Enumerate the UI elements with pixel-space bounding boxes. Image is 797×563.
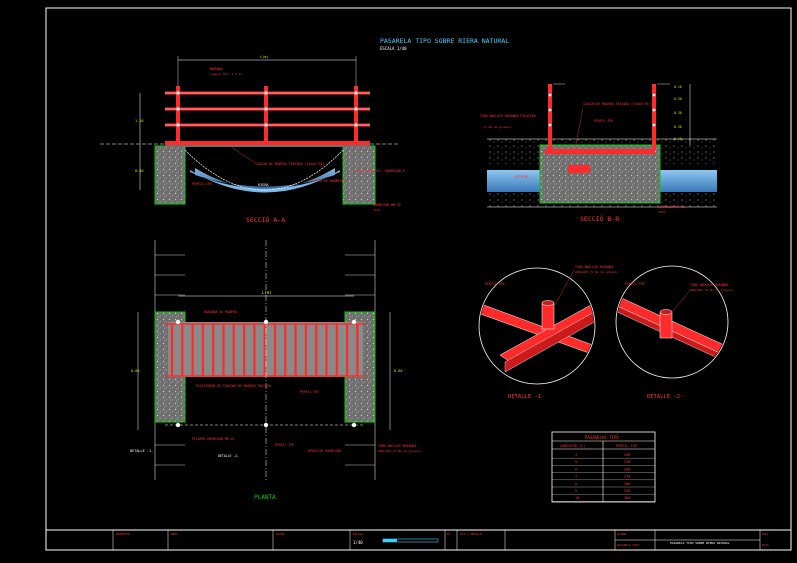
dim-top-aa: L(m)	[260, 55, 268, 59]
table-cell-profile: 220	[624, 460, 630, 464]
deck-label-aa: TAULON DE MADERA TRATADA (5x5x0.95)	[255, 162, 324, 166]
wall-label-aa: MUR PLANO REC. HORMIGON A	[355, 169, 405, 173]
dim-h2-aa: 0.80	[135, 169, 143, 173]
water-label-aa: RIERA	[258, 183, 269, 187]
tb-num: Nº	[447, 532, 451, 536]
tb-pasarela: PASARELA TIPO	[617, 543, 639, 547]
tb-planol: PLANOL	[617, 532, 627, 536]
handrail-label-aa: BARANA	[210, 67, 224, 71]
beam-label-plan-2: PERFIL IPE	[275, 443, 294, 447]
abutment-label-bb: ESTRIBO	[515, 175, 529, 179]
caption-aa: SECCIÓ A-A	[246, 215, 285, 224]
caption-d2: DETALLE -2-	[647, 394, 683, 400]
tb-full: FULL	[762, 532, 769, 536]
dim-h1-aa: 1.10	[135, 119, 143, 123]
drawing-frame	[45, 7, 792, 551]
deck-label-bb: TAULON DE MADERA TRATADA (5x5x0.95)	[583, 102, 650, 106]
beam-label-bb: PERFIL IPE	[594, 119, 613, 123]
tb-title: PASARELA TIPO SOBRE RIERA NATURAL	[670, 541, 730, 545]
tb-escala: ESCALA	[353, 532, 363, 536]
tb-pla: PLA / DETALLE	[460, 532, 482, 536]
table-header-profile: PERFIL IPE	[616, 444, 637, 448]
abutment-right	[342, 145, 376, 205]
dim-right-plan: 0.80	[394, 369, 402, 373]
water-aa	[190, 170, 340, 193]
dim-bb-2: 0.30	[674, 97, 682, 101]
support-label-aa: APOYO DE HORMIGON	[312, 179, 346, 183]
rail-label-plan: BARANDA DE MADERA	[204, 310, 237, 314]
title-block: PROMOTOR OBRA AUTOR ESCALA 1/40 Nº PLA /…	[112, 530, 769, 550]
table-cell-length: 8	[575, 482, 577, 486]
base-label-aa: HORMIGON HM-15	[373, 203, 401, 207]
pilar-label-plan: PILARES HORMIGON HM-15	[192, 437, 234, 441]
detail-call-1-plan: DETALLE -1-	[130, 449, 153, 453]
section-aa: RIERA L(m) BA	[100, 55, 405, 224]
caption-bb: SECCIÓ B-B	[580, 214, 619, 223]
tb-obra: OBRA	[171, 532, 178, 536]
tube-label-d2: TUBO ANCLAJE BARANDA	[690, 283, 728, 287]
planta: L(m) 0.80 0.80 BARANDA DE MADERA PLATAFO…	[130, 240, 422, 501]
base-sub-aa: 10cm	[373, 208, 380, 212]
planks-label-plan: PLATAFORMA DE TAULONS DE MADERA TRATADA	[196, 384, 271, 388]
dim-top-plan: L(m)	[262, 290, 272, 295]
dim-bb-3: 0.30	[674, 111, 682, 115]
tb-promotor: PROMOTOR	[116, 532, 130, 536]
base-label-bb: HORMIGON HM-15	[658, 205, 685, 209]
base-sub-bb: 10cm	[658, 210, 665, 214]
table-cell-length: 7	[575, 475, 577, 479]
abutment-left	[154, 145, 186, 205]
drawing-scale: ESCALA 1/40	[380, 46, 407, 51]
dim-bb-1: 0.10	[674, 85, 682, 89]
deck-bb	[545, 149, 655, 154]
tube-sub-d2: ANCLADO (5 mm de grueso)	[690, 288, 734, 292]
drawing-title: PASARELA TIPO SOBRE RIERA NATURAL	[380, 37, 509, 45]
table-cell-length: 9	[575, 489, 577, 493]
table-header-length: LONGITUD (L)	[560, 444, 585, 448]
post-sub-bb: (5 mm de grueso)	[483, 125, 512, 129]
post-label-plan: TUBO ANCLAJE BARANDA	[378, 444, 416, 448]
table-cell-length: 6	[575, 467, 577, 471]
caption-plan: PLANTA	[254, 494, 276, 501]
abutment-bb	[539, 144, 661, 204]
tube-label-d1: TUBO ANCLAJE BARANDA	[575, 265, 613, 269]
post-label-bb: TUBO ANCLAJE BARANDA PILASTRA	[480, 114, 536, 118]
table-cell-profile: 330	[624, 489, 630, 493]
pasarelas-table: PASARELAS TIPO LONGITUD (L) PERFIL IPE 4…	[551, 431, 656, 503]
caption-d1: DETALLE -1-	[508, 394, 544, 400]
table-cell-profile: 200	[624, 453, 630, 457]
beam-label-d2: PERFIL IPE	[625, 282, 645, 286]
dim-left-plan: 0.80	[131, 369, 139, 373]
table-cell-profile: 270	[624, 475, 630, 479]
tube-sub-d1: ANCLADO (5 mm de grueso)	[575, 270, 619, 274]
table-cell-length: 4	[575, 453, 577, 457]
detail-1: PERFIL IPE TUBO ANCLAJE BARANDA ANCLADO …	[478, 265, 619, 400]
table-cell-profile: 360	[624, 496, 630, 500]
table-cell-profile: 240	[624, 467, 630, 471]
tb-data: DATA	[762, 543, 769, 547]
tb-scale-value: 1/40	[353, 540, 363, 545]
table-cell-profile: 300	[624, 482, 630, 486]
beam-label-plan: PERFIL IPE	[300, 390, 319, 394]
dim-bb-5: 0.10	[674, 137, 682, 141]
section-bb: 0.10 0.30 0.30 0.30 0.10 TUBO ANCLAJE BA…	[480, 83, 717, 223]
dim-bb-4: 0.30	[674, 125, 682, 129]
table-title: PASARELAS TIPO	[585, 435, 619, 440]
post-sub-plan: ANCLADO (5 mm de grueso)	[378, 449, 422, 453]
handrail-sub-aa: (veure det. 1 i 2)	[210, 72, 243, 76]
table-cell-length: 10	[575, 496, 579, 500]
support-label-plan: APOYO DE HORMIGON	[308, 449, 341, 453]
detail-2: PERFIL IPE TUBO ANCLAJE BARANDA ANCLADO …	[615, 265, 734, 400]
detail-call-2-plan: DETALLE -2-	[218, 454, 239, 458]
beam-label-d1: PERFIL IPE	[485, 282, 505, 286]
tb-autor: AUTOR	[276, 532, 285, 536]
table-cell-length: 5	[575, 460, 577, 464]
beam-label-aa: PERFIL IPE	[192, 182, 212, 186]
